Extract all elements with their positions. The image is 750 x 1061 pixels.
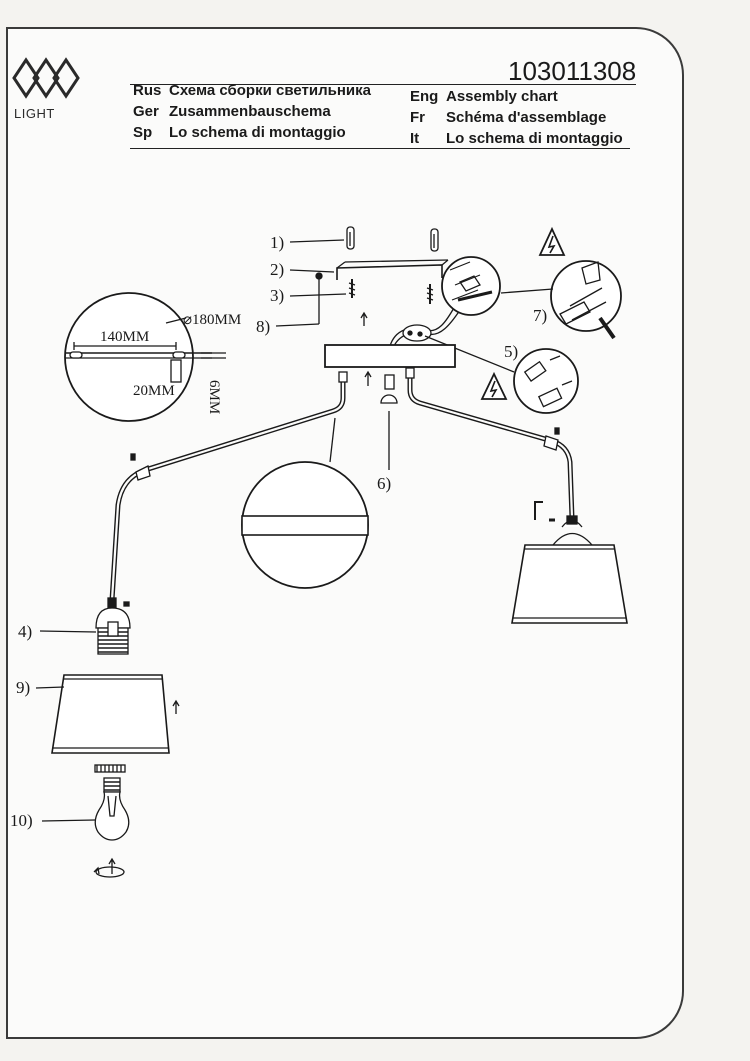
mounting-bracket [336, 259, 449, 280]
wire-detail-magnifier [441, 256, 501, 316]
right-arm [405, 367, 575, 519]
wall-plugs [346, 226, 439, 252]
lang-code-ger: Ger [133, 103, 159, 120]
thickness-label: 6MM [206, 380, 222, 414]
lamp-holder [95, 597, 131, 655]
arrow-up-icon [172, 699, 180, 714]
title-fr: Fr Schéma d'assemblage [410, 109, 606, 126]
ceiling-wiring [389, 305, 461, 347]
left-arm [109, 371, 348, 601]
part-label-6: 6) [377, 474, 391, 493]
rotate-tighten-icon [534, 501, 555, 522]
lang-code-fr: Fr [410, 109, 425, 126]
part-label-4: 4) [18, 622, 32, 641]
shade-ring [94, 764, 126, 773]
screws [348, 279, 434, 304]
document-number: 103011308 [508, 56, 637, 86]
lamp-shade [51, 674, 170, 754]
offset-label: 20MM [133, 383, 175, 399]
title-it: It Lo schema di montaggio [410, 130, 623, 147]
leader-part-10 [41, 819, 96, 822]
part-label-8: 8) [256, 317, 270, 336]
diameter-label: ⌀180MM [183, 312, 241, 328]
title-ger-text: Zusammenbauschema [169, 103, 331, 120]
lang-code-sp: Sp [133, 124, 153, 141]
lang-code-rus: Rus [133, 82, 162, 99]
connector-detail-magnifier [513, 348, 579, 414]
title-ger: Ger Zusammenbauschema [133, 103, 331, 120]
leader-cross-section [329, 417, 336, 463]
title-eng-text: Assembly chart [446, 88, 558, 105]
electric-warning-icon [480, 371, 508, 400]
leader-part-7 [500, 288, 554, 294]
header-bottom-rule [130, 148, 630, 149]
lang-code-eng: Eng [410, 88, 439, 105]
electric-warning-icon [538, 226, 566, 256]
small-screw [315, 272, 323, 324]
leader-part-3 [289, 293, 347, 297]
dimension-magnifier [64, 292, 226, 422]
title-eng: Eng Assembly chart [410, 88, 558, 105]
length-label: 140MM [100, 329, 149, 345]
leader-part-9 [35, 686, 65, 689]
cover-cap [384, 374, 395, 390]
arrow-up-icon [364, 370, 372, 386]
cross-section-magnifier [241, 461, 369, 589]
leader-part-8 [275, 323, 320, 327]
mw-light-logo-icon [12, 57, 80, 99]
part-label-5: 5) [504, 342, 518, 361]
ceiling-canopy [324, 344, 456, 368]
part-label-3: 3) [270, 286, 284, 305]
arrow-up-icon [360, 311, 368, 326]
header-top-rule [130, 84, 636, 85]
title-fr-text: Schéma d'assemblage [446, 109, 607, 126]
title-sp: Sp Lo schema di montaggio [133, 124, 346, 141]
part-label-1: 1) [270, 233, 284, 252]
part-label-10: 10) [10, 811, 33, 830]
title-sp-text: Lo schema di montaggio [169, 124, 346, 141]
leader-part-5 [424, 335, 515, 373]
leader-part-2 [289, 269, 335, 273]
part-label-7: 7) [533, 306, 547, 325]
terminal-detail-magnifier [550, 260, 622, 340]
decorative-nut [380, 394, 398, 404]
light-bulb [94, 777, 130, 841]
title-it-text: Lo schema di montaggio [446, 130, 623, 147]
leader-part-4 [39, 630, 97, 633]
title-rus: Rus Схема сборки светильника [133, 82, 371, 99]
lang-code-it: It [410, 130, 420, 147]
leader-part-1 [289, 239, 345, 243]
part-label-9: 9) [16, 678, 30, 697]
right-lamp-assembly [511, 515, 628, 624]
logo-text: LIGHT [14, 106, 55, 121]
title-rus-text: Схема сборки светильника [169, 82, 371, 99]
rotate-icon [93, 857, 125, 878]
part-label-2: 2) [270, 260, 284, 279]
